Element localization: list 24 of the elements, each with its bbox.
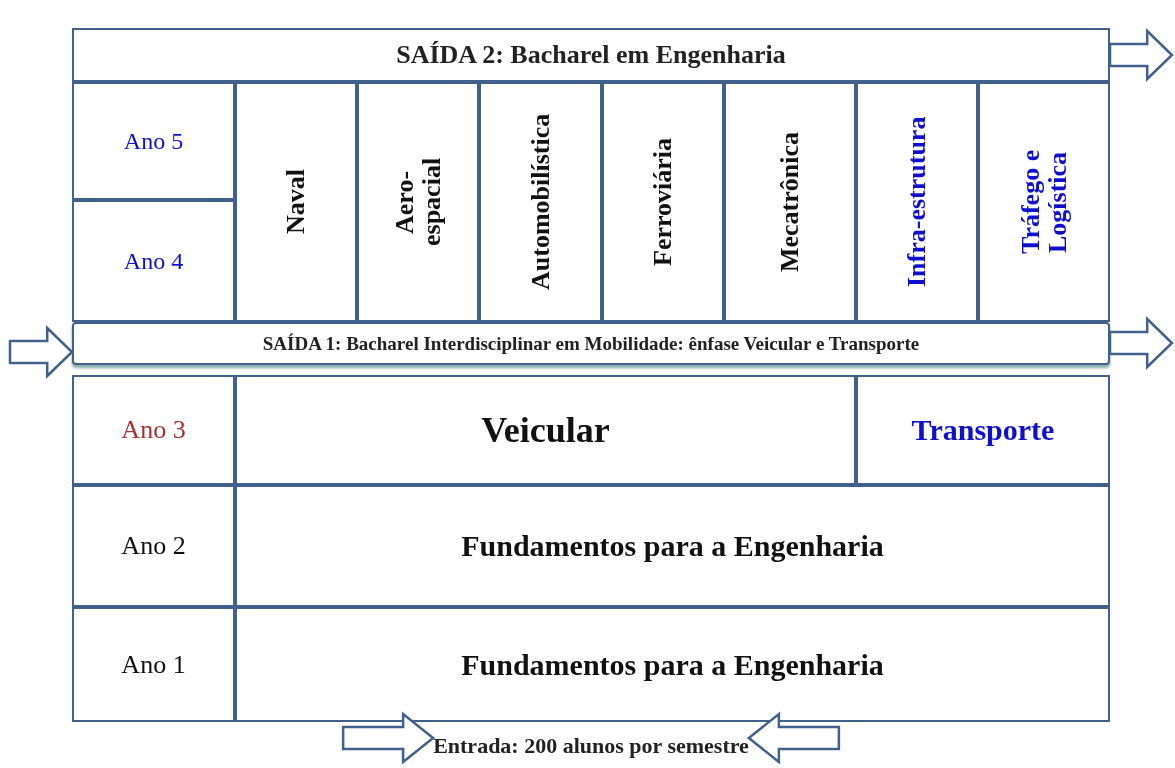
- table-cell: Infra-estrutura: [856, 82, 978, 322]
- table-cell: Transporte: [856, 375, 1110, 485]
- caption-text: Entrada: 200 alunos por semestre: [433, 724, 749, 768]
- table-cell: Tráfego e Logística: [978, 82, 1110, 322]
- table-cell: Ano 3: [72, 375, 235, 485]
- table-cell: Mecatrônica: [724, 82, 856, 322]
- table-cell: Veicular: [235, 375, 856, 485]
- table-cell: Ano 5: [72, 82, 235, 200]
- block-arrow: [1108, 28, 1174, 82]
- table-cell: Ano 1: [72, 607, 235, 722]
- block-arrow: [8, 325, 74, 379]
- heading-band: SAÍDA 1: Bacharel Interdisciplinar em Mobilidade: ênfase Veicular e Transporte: [72, 322, 1110, 365]
- table-cell: Automobilística: [479, 82, 602, 322]
- table-cell: Ano 2: [72, 485, 235, 607]
- heading-band: SAÍDA 2: Bacharel em Engenharia: [72, 28, 1110, 82]
- block-arrow: [341, 711, 436, 765]
- table-cell: Ano 4: [72, 200, 235, 322]
- table-cell: Ferroviária: [602, 82, 724, 322]
- table-cell: Fundamentos para a Engenharia: [235, 485, 1110, 607]
- block-arrow: [1108, 316, 1174, 370]
- table-cell: Fundamentos para a Engenharia: [235, 607, 1110, 722]
- table-cell: Aero- espacial: [357, 82, 479, 322]
- block-arrow: [746, 711, 841, 765]
- table-cell: Naval: [235, 82, 357, 322]
